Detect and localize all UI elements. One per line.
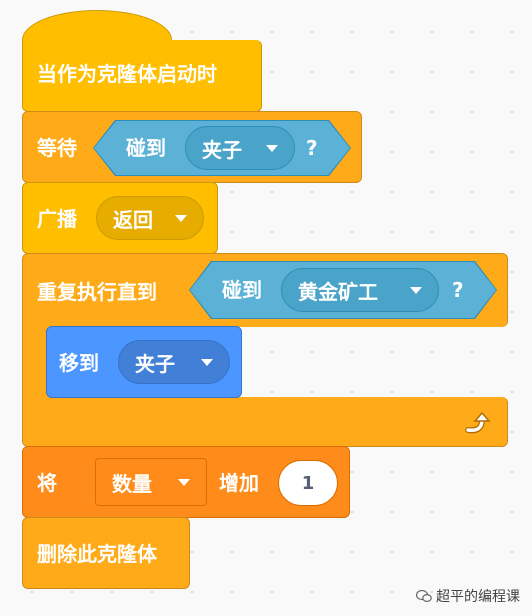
question-mark: ? bbox=[306, 136, 318, 160]
until-touching-target-dropdown[interactable]: 黄金矿工 bbox=[281, 268, 439, 312]
broadcast-message-value: 返回 bbox=[113, 207, 153, 232]
broadcast-label: 广播 bbox=[37, 207, 77, 231]
repeat-until-arm bbox=[22, 326, 48, 398]
chevron-down-icon bbox=[175, 214, 187, 222]
wechat-icon bbox=[416, 590, 432, 602]
delete-this-clone-block[interactable]: 删除此克隆体 bbox=[22, 517, 190, 589]
repeat-until-bottom[interactable] bbox=[22, 397, 508, 447]
change-amount-value: 1 bbox=[301, 472, 315, 494]
until-question-mark: ? bbox=[452, 278, 464, 302]
chevron-down-icon bbox=[266, 144, 278, 152]
delete-this-clone-label: 删除此克隆体 bbox=[37, 542, 157, 566]
go-to-label: 移到 bbox=[59, 351, 99, 375]
go-to-target-dropdown[interactable]: 夹子 bbox=[118, 340, 230, 384]
until-touching-label: 碰到 bbox=[222, 278, 262, 302]
hat-block-label: 当作为克隆体启动时 bbox=[37, 62, 217, 86]
chevron-down-icon bbox=[201, 358, 213, 366]
broadcast-message-dropdown[interactable]: 返回 bbox=[96, 196, 204, 240]
repeat-arrow-icon bbox=[465, 411, 491, 434]
variable-dropdown[interactable]: 数量 bbox=[95, 458, 207, 506]
go-to-target-value: 夹子 bbox=[135, 351, 175, 376]
repeat-until-label: 重复执行直到 bbox=[37, 280, 157, 304]
when-start-as-clone-block[interactable]: 当作为克隆体启动时 bbox=[22, 40, 262, 112]
touching-target-value: 夹子 bbox=[202, 137, 242, 162]
change-amount-input[interactable]: 1 bbox=[278, 460, 338, 506]
watermark-text: 超平的编程课 bbox=[436, 589, 520, 605]
touching-label: 碰到 bbox=[126, 136, 166, 160]
chevron-down-icon bbox=[178, 478, 190, 486]
wait-until-label: 等待 bbox=[37, 136, 77, 160]
chevron-down-icon bbox=[410, 286, 422, 294]
change-by-label: 增加 bbox=[219, 471, 259, 495]
touching-target-dropdown[interactable]: 夹子 bbox=[185, 126, 295, 170]
watermark: 超平的编程课 bbox=[416, 586, 520, 606]
variable-name-value: 数量 bbox=[112, 471, 152, 496]
until-touching-target-value: 黄金矿工 bbox=[298, 279, 378, 304]
change-variable-label: 将 bbox=[37, 471, 57, 495]
